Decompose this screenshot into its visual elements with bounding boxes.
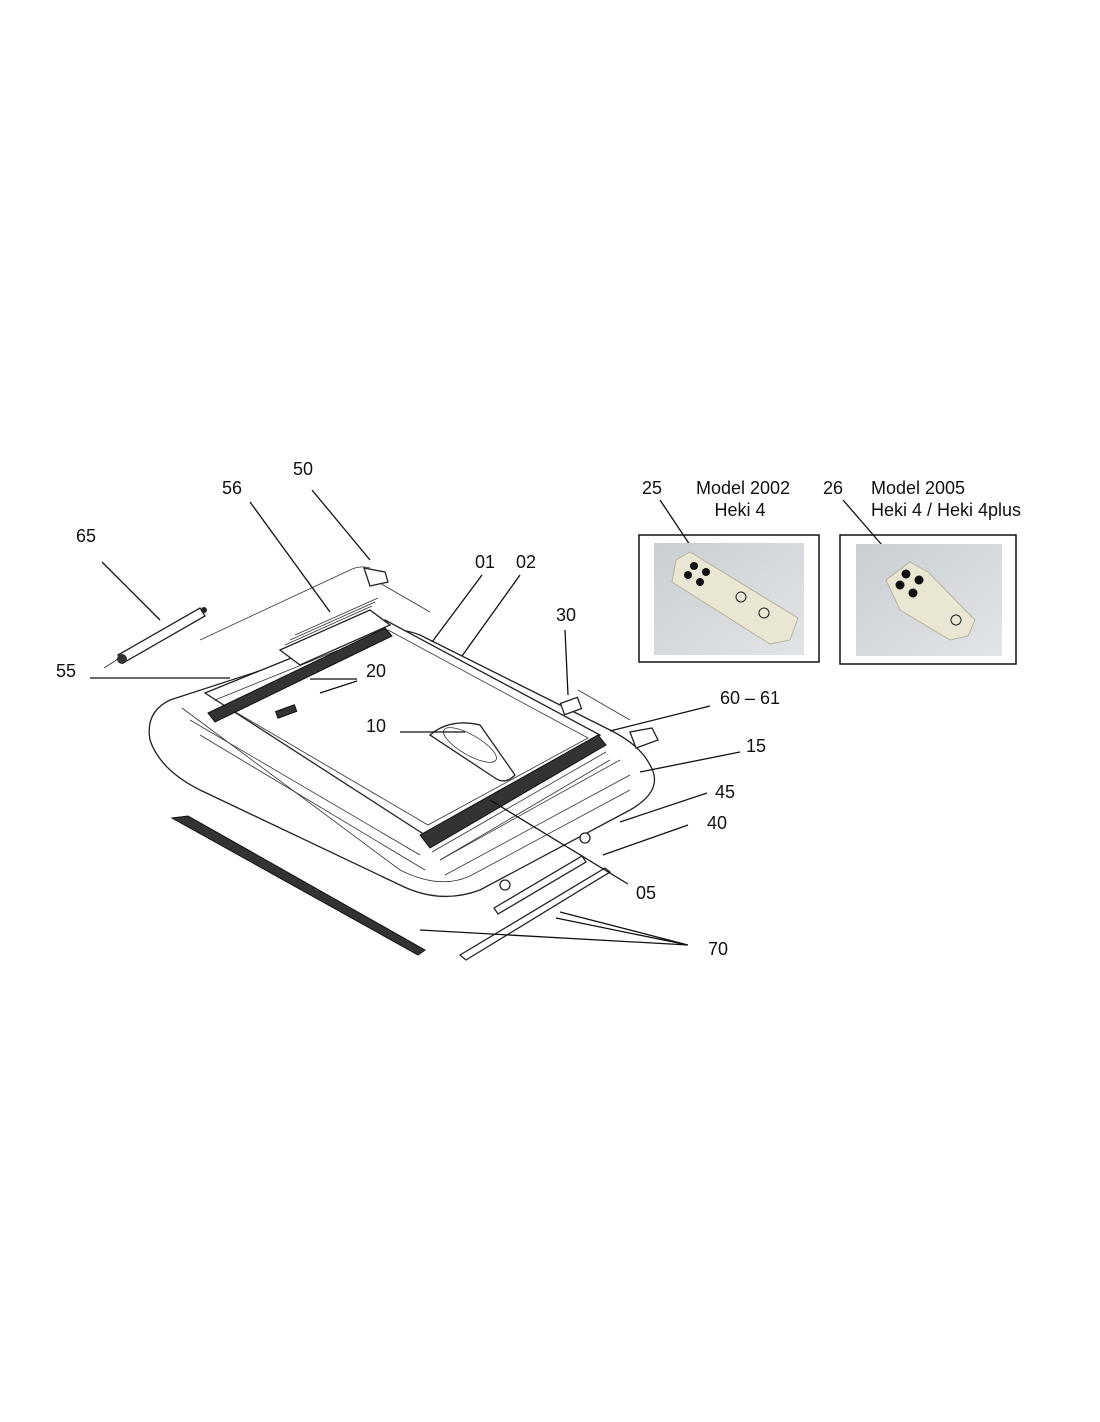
label-70: 70 bbox=[708, 939, 728, 959]
label-01: 01 bbox=[475, 552, 495, 572]
label-60-61: 60 – 61 bbox=[720, 688, 780, 708]
label-30: 30 bbox=[556, 605, 576, 625]
cable bbox=[199, 566, 431, 641]
strip-right bbox=[458, 867, 612, 961]
label-05: 05 bbox=[636, 883, 656, 903]
handle bbox=[428, 722, 516, 782]
pleated-blind bbox=[207, 597, 393, 723]
plate bbox=[559, 696, 583, 716]
remote-2005-model: Model 2005 bbox=[871, 478, 965, 498]
remote-2002-model: Model 2002 bbox=[696, 478, 790, 498]
clip bbox=[274, 704, 298, 719]
remote-2002-variant: Heki 4 bbox=[714, 500, 765, 520]
blind-rail bbox=[419, 734, 607, 849]
label-55: 55 bbox=[56, 661, 76, 681]
cable-cap-right bbox=[629, 727, 659, 749]
strip-left bbox=[170, 815, 426, 956]
remote-2005: 26 Model 2005 Heki 4 / Heki 4plus bbox=[823, 478, 1021, 665]
label-10: 10 bbox=[366, 716, 386, 736]
label-20: 20 bbox=[366, 661, 386, 681]
label-25: 25 bbox=[642, 478, 662, 498]
label-65: 65 bbox=[76, 526, 96, 546]
label-40: 40 bbox=[707, 813, 727, 833]
remote-2002: 25 Model 2002 Heki 4 bbox=[638, 478, 820, 663]
label-50: 50 bbox=[293, 459, 313, 479]
label-56: 56 bbox=[222, 478, 242, 498]
label-26: 26 bbox=[823, 478, 843, 498]
cable-cap bbox=[363, 567, 389, 587]
light-tube bbox=[493, 855, 587, 915]
label-15: 15 bbox=[746, 736, 766, 756]
part-labels: 50 56 65 01 02 30 55 20 10 60 – 61 15 45… bbox=[56, 459, 780, 959]
label-45: 45 bbox=[715, 782, 735, 802]
remote-2005-variant: Heki 4 / Heki 4plus bbox=[871, 500, 1021, 520]
leader-lines bbox=[90, 489, 889, 946]
spring-roller bbox=[103, 607, 207, 669]
label-02: 02 bbox=[516, 552, 536, 572]
